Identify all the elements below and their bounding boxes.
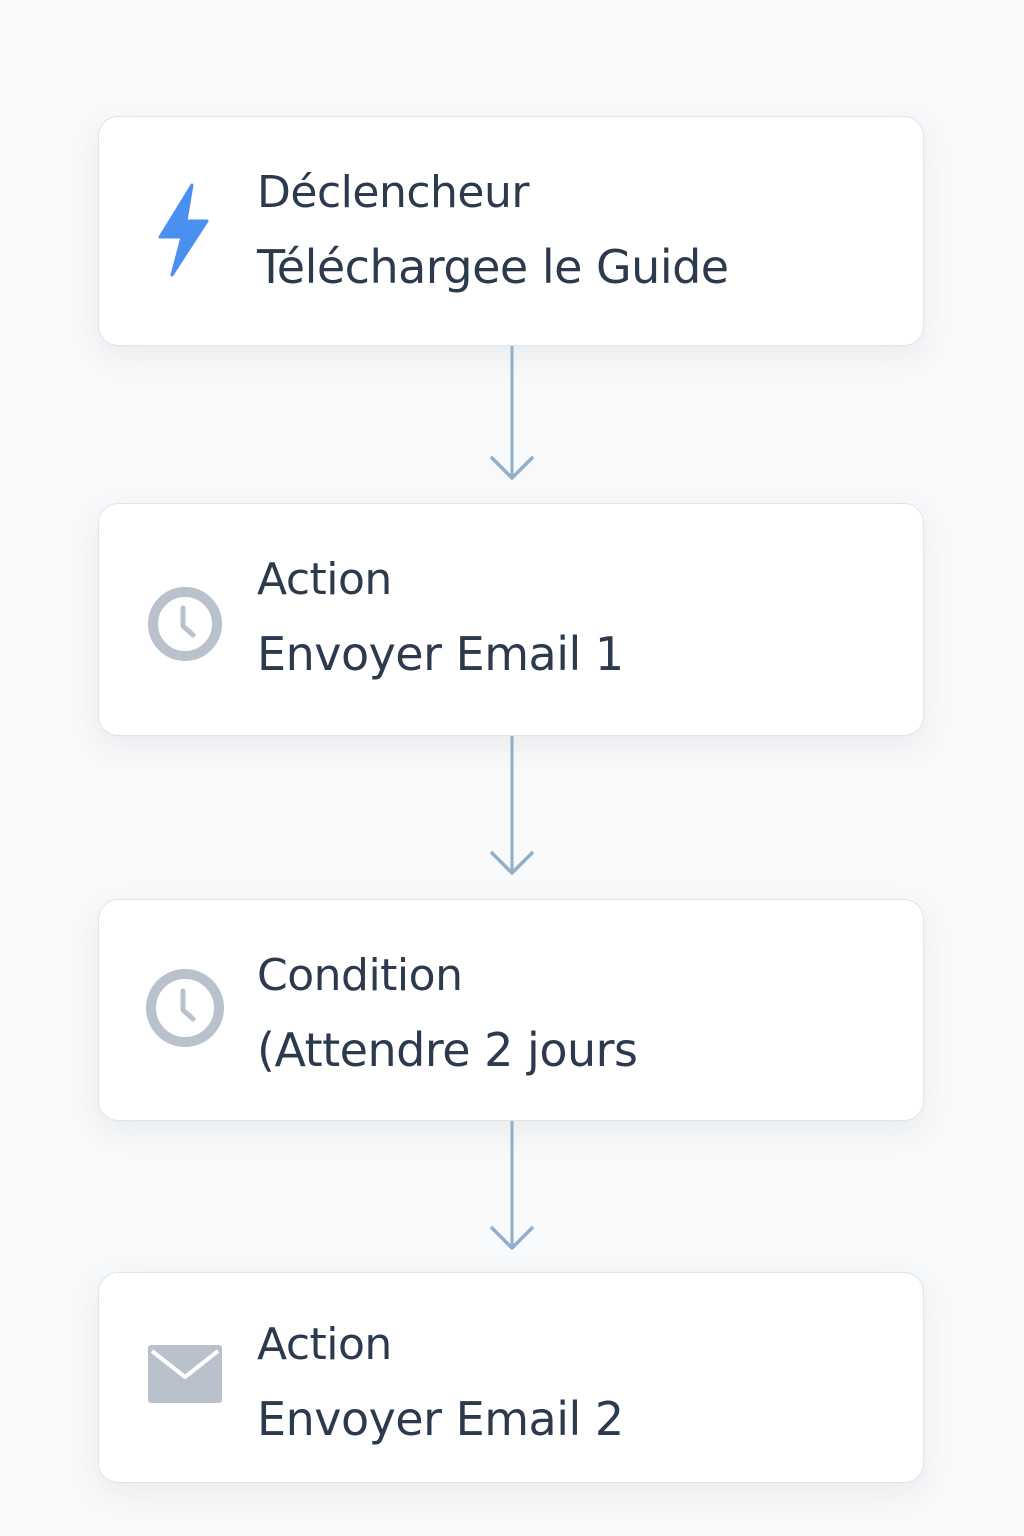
workflow-step-trigger[interactable]: Déclencheur Téléchargee le Guide: [98, 116, 924, 346]
step-type: Déclencheur: [257, 167, 529, 218]
step-label: Téléchargee le Guide: [257, 240, 729, 294]
step-label: Envoyer Email 1: [257, 627, 624, 681]
clock-icon: [141, 964, 229, 1052]
step-label: (Attendre 2 jours: [257, 1023, 638, 1077]
workflow-step-action-2[interactable]: Action Envoyer Email 2: [98, 1272, 924, 1483]
step-text: Condition (Attendre 2 jours: [257, 948, 903, 1080]
step-type: Condition: [257, 950, 463, 1001]
step-text: Action Envoyer Email 1: [257, 552, 903, 684]
connector-arrow: [488, 1121, 536, 1256]
step-label: Envoyer Email 2: [257, 1392, 624, 1446]
step-type: Action: [257, 554, 392, 605]
connector-arrow: [488, 736, 536, 881]
step-text: Déclencheur Téléchargee le Guide: [257, 165, 903, 297]
step-text: Action Envoyer Email 2: [257, 1317, 903, 1449]
workflow-step-action-1[interactable]: Action Envoyer Email 1: [98, 503, 924, 736]
lightning-icon: [141, 183, 229, 277]
mail-icon: [141, 1330, 229, 1418]
workflow-step-condition[interactable]: Condition (Attendre 2 jours: [98, 899, 924, 1121]
connector-arrow: [488, 346, 536, 486]
clock-icon: [141, 580, 229, 668]
step-type: Action: [257, 1319, 392, 1370]
